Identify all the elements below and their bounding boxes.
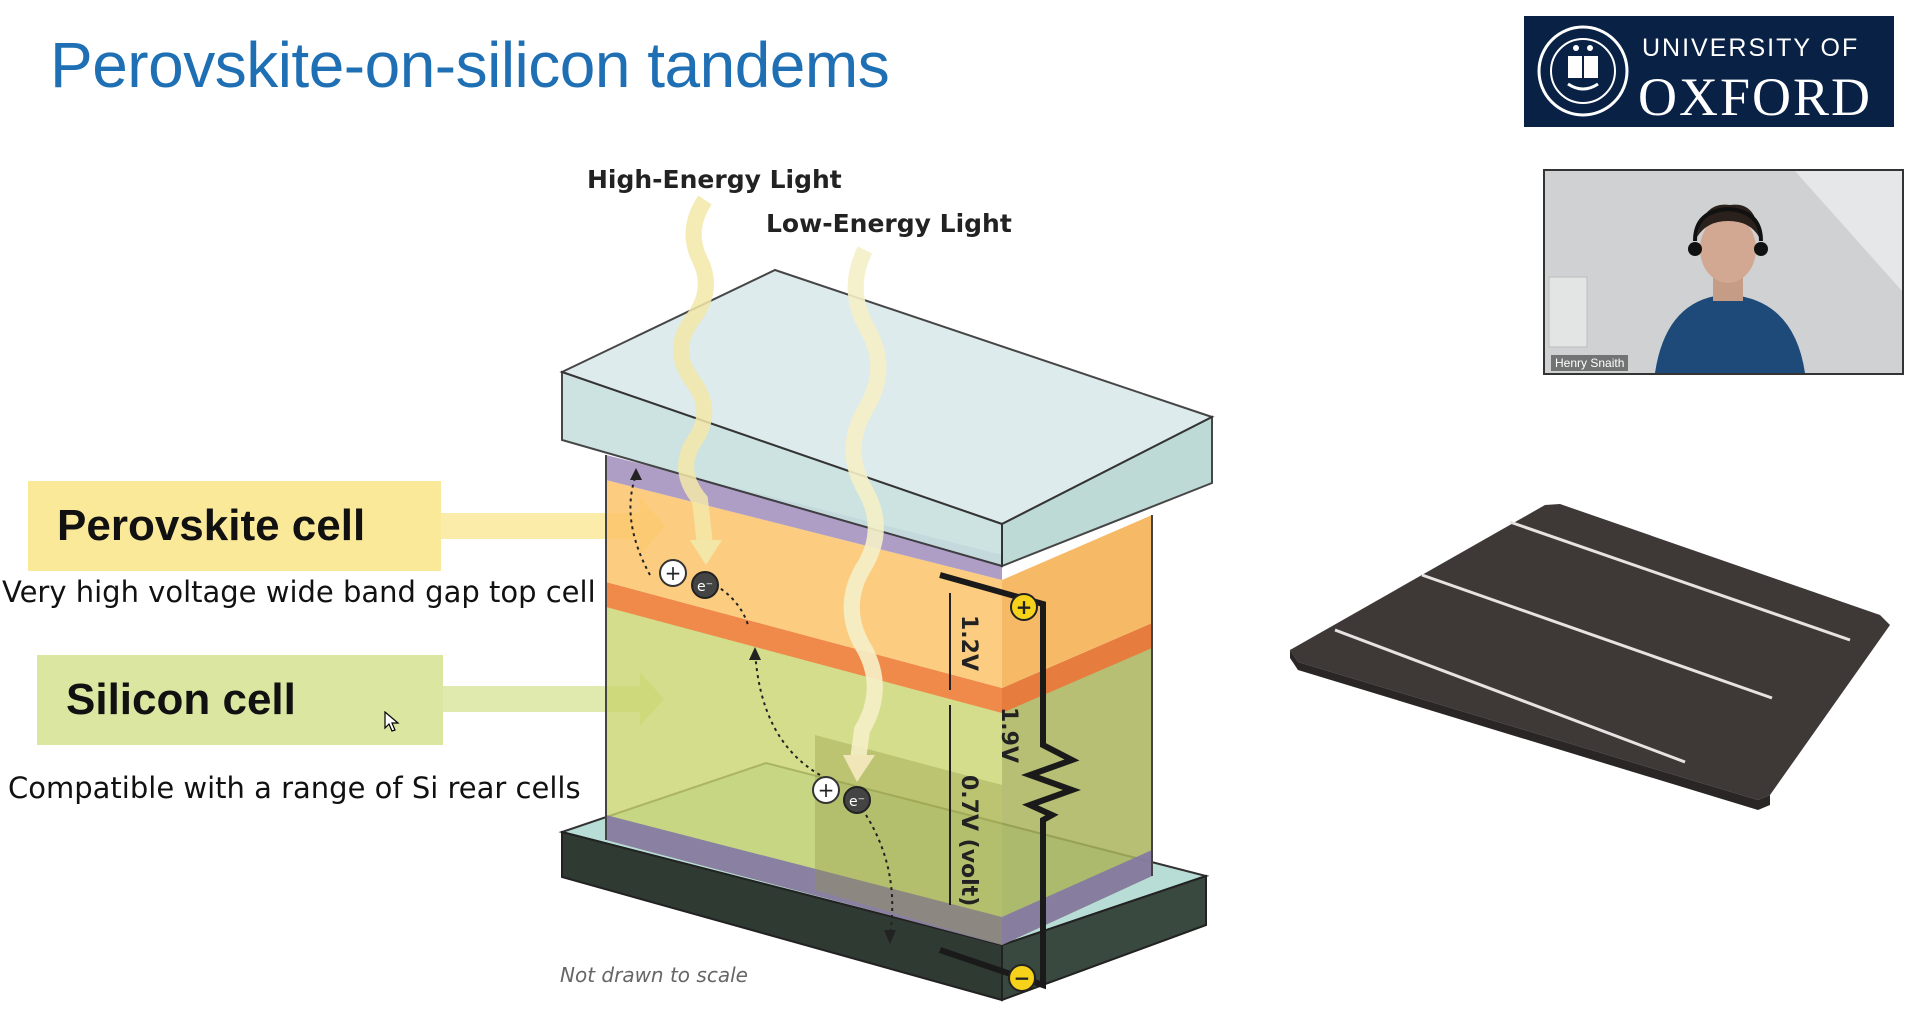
electron-path-bottom-arrowhead [884,930,896,944]
busbar-1 [1509,520,1851,642]
video-thumbnail[interactable]: Henry Snaith [1543,169,1904,375]
positive-terminal-icon [1010,593,1038,621]
electron-icon-top [691,571,719,599]
electron-label-bottom: e⁻ [849,794,865,810]
perovskite-arrow [440,497,665,555]
recombination-layer-side [1002,623,1152,713]
oxford-logo: UNIVERSITY OF OXFORD [1524,16,1894,127]
logo-line-university: UNIVERSITY OF [1642,34,1860,62]
wafer-edge [1290,650,1770,810]
perovskite-cell-label: Perovskite cell [28,481,441,571]
scale-note: Not drawn to scale [560,963,748,987]
speaker-video-image [1545,171,1902,373]
hole-sign-bottom: + [818,778,835,802]
hole-path-bottom [754,649,821,776]
silicon-cell-description: Compatible with a range of Si rear cells [8,771,581,805]
voltage-label-top: 1.2V [956,615,981,671]
participant-name-tag: Henry Snaith [1551,355,1629,371]
voltage-label-total: 1.9V [996,707,1021,763]
positive-terminal-sign: + [1016,595,1033,619]
hole-path-bottom-arrowhead [749,647,761,660]
mouse-cursor-icon [384,711,400,732]
busbar-2 [1421,573,1773,700]
rear-contact-layer [606,815,1152,945]
low-energy-light-label: Low-Energy Light [766,209,1012,238]
high-energy-light-wave [673,195,714,546]
external-circuit-wire [939,572,1081,990]
logo-line-oxford: OXFORD [1638,67,1873,127]
voltage-label-bottom: 0.7V (volt) [956,775,981,906]
negative-terminal-sign: − [1014,966,1031,990]
front-contact-layer [606,455,1002,580]
electron-path-bottom [865,814,894,936]
top-glass-side [1001,415,1213,568]
hole-icon-top [659,559,687,587]
high-energy-light-arrowhead [690,540,722,565]
hole-sign-top: + [665,561,682,585]
high-energy-light-label: High-Energy Light [587,165,842,194]
electron-label-top: e⁻ [697,579,713,595]
hole-path-top-arrowhead [630,468,642,480]
electron-icon-bottom [843,786,871,814]
hole-icon-bottom [812,776,840,804]
perovskite-layer-side [1002,515,1152,688]
low-energy-light-wave [843,246,887,762]
low-energy-light-arrowhead [843,755,875,782]
negative-terminal-icon [1008,964,1036,992]
silicon-wafer-image [1290,504,1890,810]
recombination-layer-front [606,582,1002,713]
slide-title: Perovskite-on-silicon tandems [50,29,890,101]
perovskite-cell-description: Very high voltage wide band gap top cell [2,575,596,609]
wafer-face [1290,504,1890,800]
bottom-glass-side [1001,874,1207,1002]
busbar-3 [1334,628,1686,764]
silicon-arrow [443,672,664,726]
oxford-seal-icon [1537,25,1629,117]
silicon-cell-label: Silicon cell [37,655,443,745]
